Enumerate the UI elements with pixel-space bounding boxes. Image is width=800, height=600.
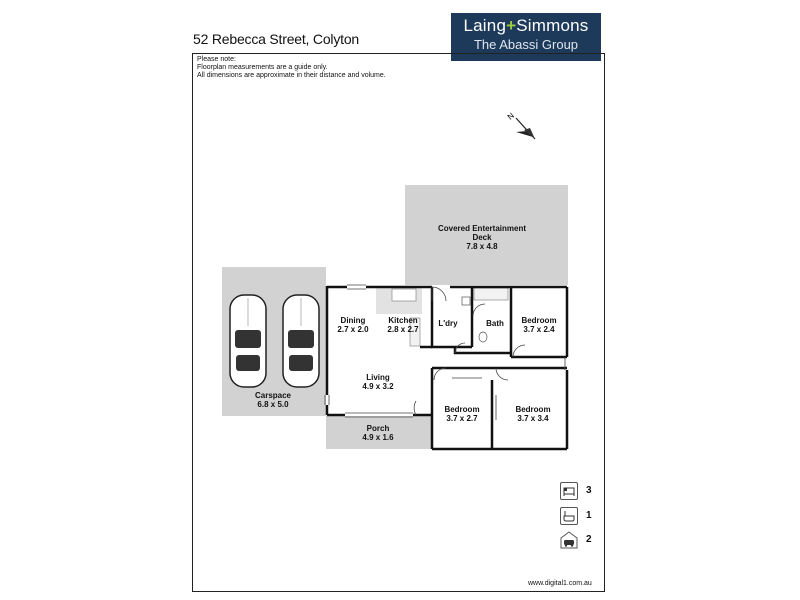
laundry-tub [461,296,471,306]
room-label-dining: Dining 2.7 x 2.0 [330,316,376,334]
note-line-3: All dimensions are approximate in their … [197,72,386,79]
bedroom-2-size: 3.7 x 2.7 [446,414,478,423]
bedroom-3-size: 3.7 x 3.4 [517,414,549,423]
property-address: 52 Rebecca Street, Colyton [193,31,360,47]
kitchen-sink [391,288,417,302]
living-size: 4.9 x 3.2 [362,382,394,391]
bedroom-1-name: Bedroom [521,316,557,325]
carspace-name: Carspace [254,391,292,400]
room-label-living: Living 4.9 x 3.2 [355,373,401,391]
room-label-bedroom-3: Bedroom 3.7 x 3.4 [510,405,556,423]
dining-name: Dining [340,316,366,325]
legend-bathrooms: 1 [556,507,606,527]
bed-icon [560,482,578,500]
disclaimer-note: Please note: Floorplan measurements are … [197,56,386,80]
house-walls [325,285,569,451]
dining-size: 2.7 x 2.0 [337,325,369,334]
room-label-bath: Bath [482,319,508,328]
parking-count: 2 [586,534,592,545]
bath-icon [560,507,578,525]
note-line-1: Please note: [197,56,236,63]
room-label-porch: Porch 4.9 x 1.6 [355,424,401,442]
room-label-bedroom-1: Bedroom 3.7 x 2.4 [516,316,562,334]
porch-name: Porch [366,424,390,433]
deck-name-line1: Covered Entertainment [437,224,527,233]
kitchen-fridge [409,317,421,347]
bedroom-count: 3 [586,485,592,496]
legend-bedrooms: 3 [556,482,606,502]
legend-parking: 2 [556,531,606,551]
car-icon [560,531,578,549]
website-link[interactable]: www.digital1.com.au [528,580,592,587]
living-name: Living [366,373,390,382]
room-label-kitchen: Kitchen 2.8 x 2.7 [380,316,426,334]
room-label-deck: Covered Entertainment Deck 7.8 x 4.8 [426,224,538,251]
deck-name-line2: Deck [472,233,492,242]
room-label-laundry: L'dry [435,319,461,328]
bedroom-3-name: Bedroom [515,405,551,414]
laundry-name: L'dry [438,319,458,328]
logo-plus: + [506,16,517,35]
logo-subtitle: The Abassi Group [473,37,579,52]
porch-area [326,416,432,449]
room-label-bedroom-2: Bedroom 3.7 x 2.7 [439,405,485,423]
window-lines [324,284,566,420]
deck-area [405,185,568,285]
note-line-2: Floorplan measurements are a guide only. [197,64,328,71]
kitchen-name: Kitchen [388,316,418,325]
bedroom-2-name: Bedroom [444,405,480,414]
bathtub [473,287,509,301]
room-label-carspace: Carspace 6.8 x 5.0 [250,391,296,409]
deck-size: 7.8 x 4.8 [466,242,498,251]
kitchen-size: 2.8 x 2.7 [387,325,419,334]
door-swings [413,286,526,416]
logo-word-laing: Laing [463,16,507,35]
floorplan-frame [192,53,605,592]
compass-icon: N [506,111,536,140]
car-icon [229,294,267,388]
bath-name: Bath [486,319,504,328]
bedroom-1-size: 3.7 x 2.4 [523,325,555,334]
porch-size: 4.9 x 1.6 [362,433,394,442]
logo-word-simmons: Simmons [516,16,589,35]
bathroom-count: 1 [586,510,592,521]
carspace-size: 6.8 x 5.0 [257,400,289,409]
toilet [478,331,488,343]
logo-wordmark: Laing+Simmons [451,16,601,36]
car-icon [282,294,320,388]
compass-n-label: N [506,111,516,122]
